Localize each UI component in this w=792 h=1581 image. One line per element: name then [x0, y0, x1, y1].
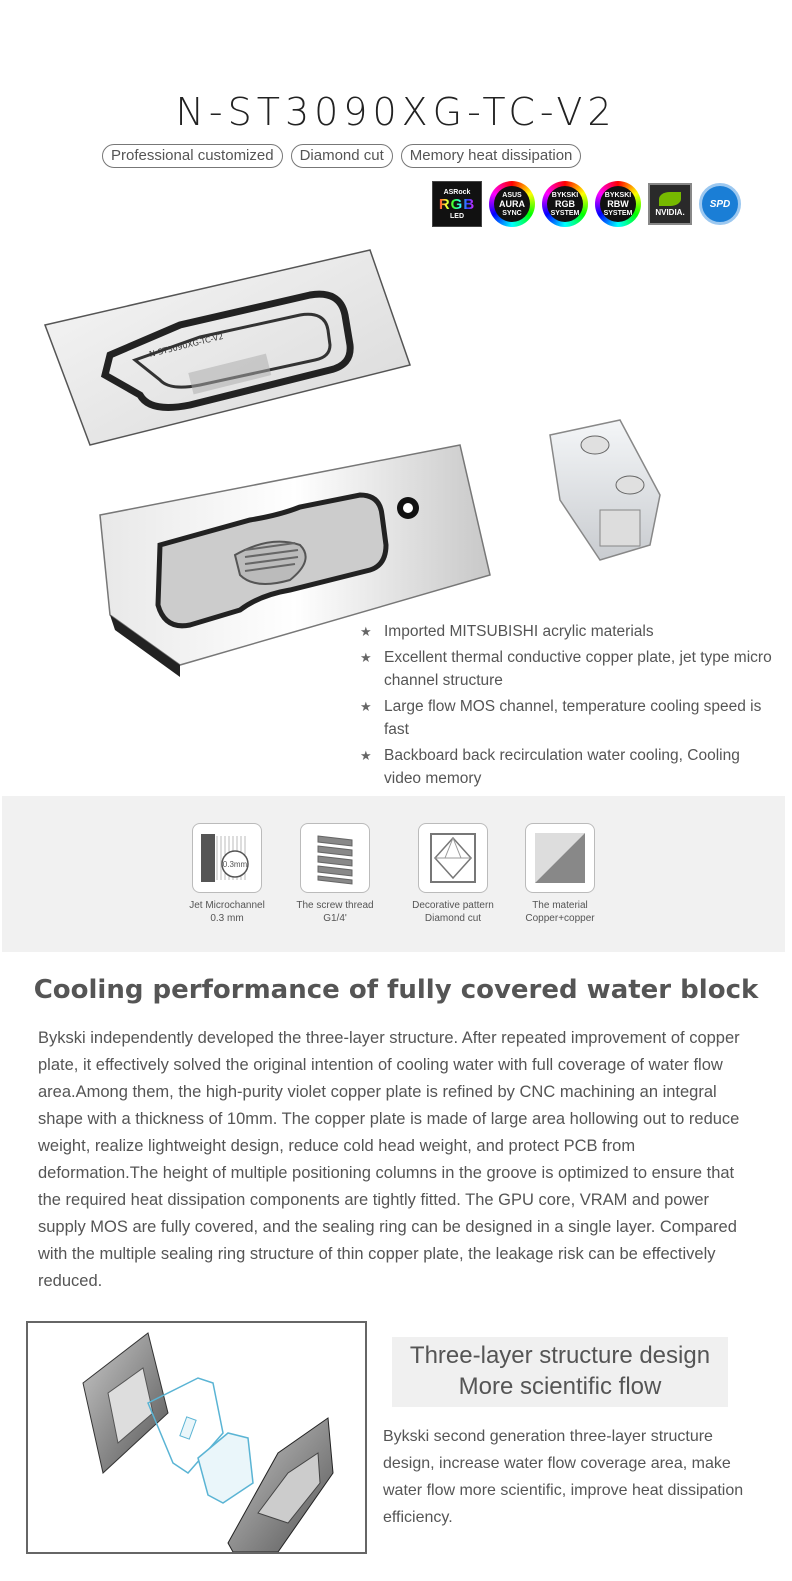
feature-list: ★Imported MITSUBISHI acrylic materials ★… [360, 620, 780, 793]
callout-line-2: More scientific flow [458, 1373, 662, 1400]
nvidia-logo: NVIDIA. [648, 183, 692, 225]
callout-body: Bykski second generation three-layer str… [383, 1428, 744, 1526]
tag-memory-heat-dissipation: Memory heat dissipation [400, 144, 582, 168]
diamond-pattern-icon [418, 823, 488, 893]
main-water-block [99, 444, 491, 677]
feature-tags: Professional customized Diamond cut Memo… [102, 144, 582, 168]
product-title: N-ST3090XG-TC-V2 [175, 90, 617, 134]
microchannel-icon: 0.3mm [192, 823, 262, 893]
three-layer-exploded-diagram [26, 1321, 367, 1554]
star-icon: ★ [360, 650, 372, 665]
star-icon: ★ [360, 624, 372, 639]
section-heading: Cooling performance of fully covered wat… [33, 975, 759, 1005]
callout-heading-box: Three-layer structure design More scient… [392, 1337, 728, 1407]
feature-item: ★Imported MITSUBISHI acrylic materials [360, 620, 780, 643]
star-icon: ★ [360, 699, 372, 714]
feature-item: ★Backboard back recirculation water cool… [360, 744, 780, 790]
callout-line-1: Three-layer structure design [409, 1342, 711, 1369]
asrock-rgb-led-logo: ASRock RGB LED [432, 181, 482, 227]
water-block-product-illustration: N-ST3090XG-TC-V2 [43, 249, 661, 677]
backplate: N-ST3090XG-TC-V2 [43, 249, 411, 446]
svg-text:0.3mm: 0.3mm [223, 860, 248, 869]
star-icon: ★ [360, 748, 372, 763]
nvidia-eye-icon [659, 191, 681, 206]
screw-thread-icon [300, 823, 370, 893]
feature-item: ★Excellent thermal conductive copper pla… [360, 646, 780, 692]
section-paragraph: Bykski independently developed the three… [38, 1029, 740, 1290]
material-icon [525, 823, 595, 893]
tag-diamond-cut: Diamond cut [290, 144, 393, 168]
feature-item: ★Large flow MOS channel, temperature coo… [360, 695, 780, 741]
tag-professional-customized: Professional customized [102, 144, 283, 168]
spd-logo: SPD [699, 183, 741, 225]
terminal-block [549, 419, 661, 561]
